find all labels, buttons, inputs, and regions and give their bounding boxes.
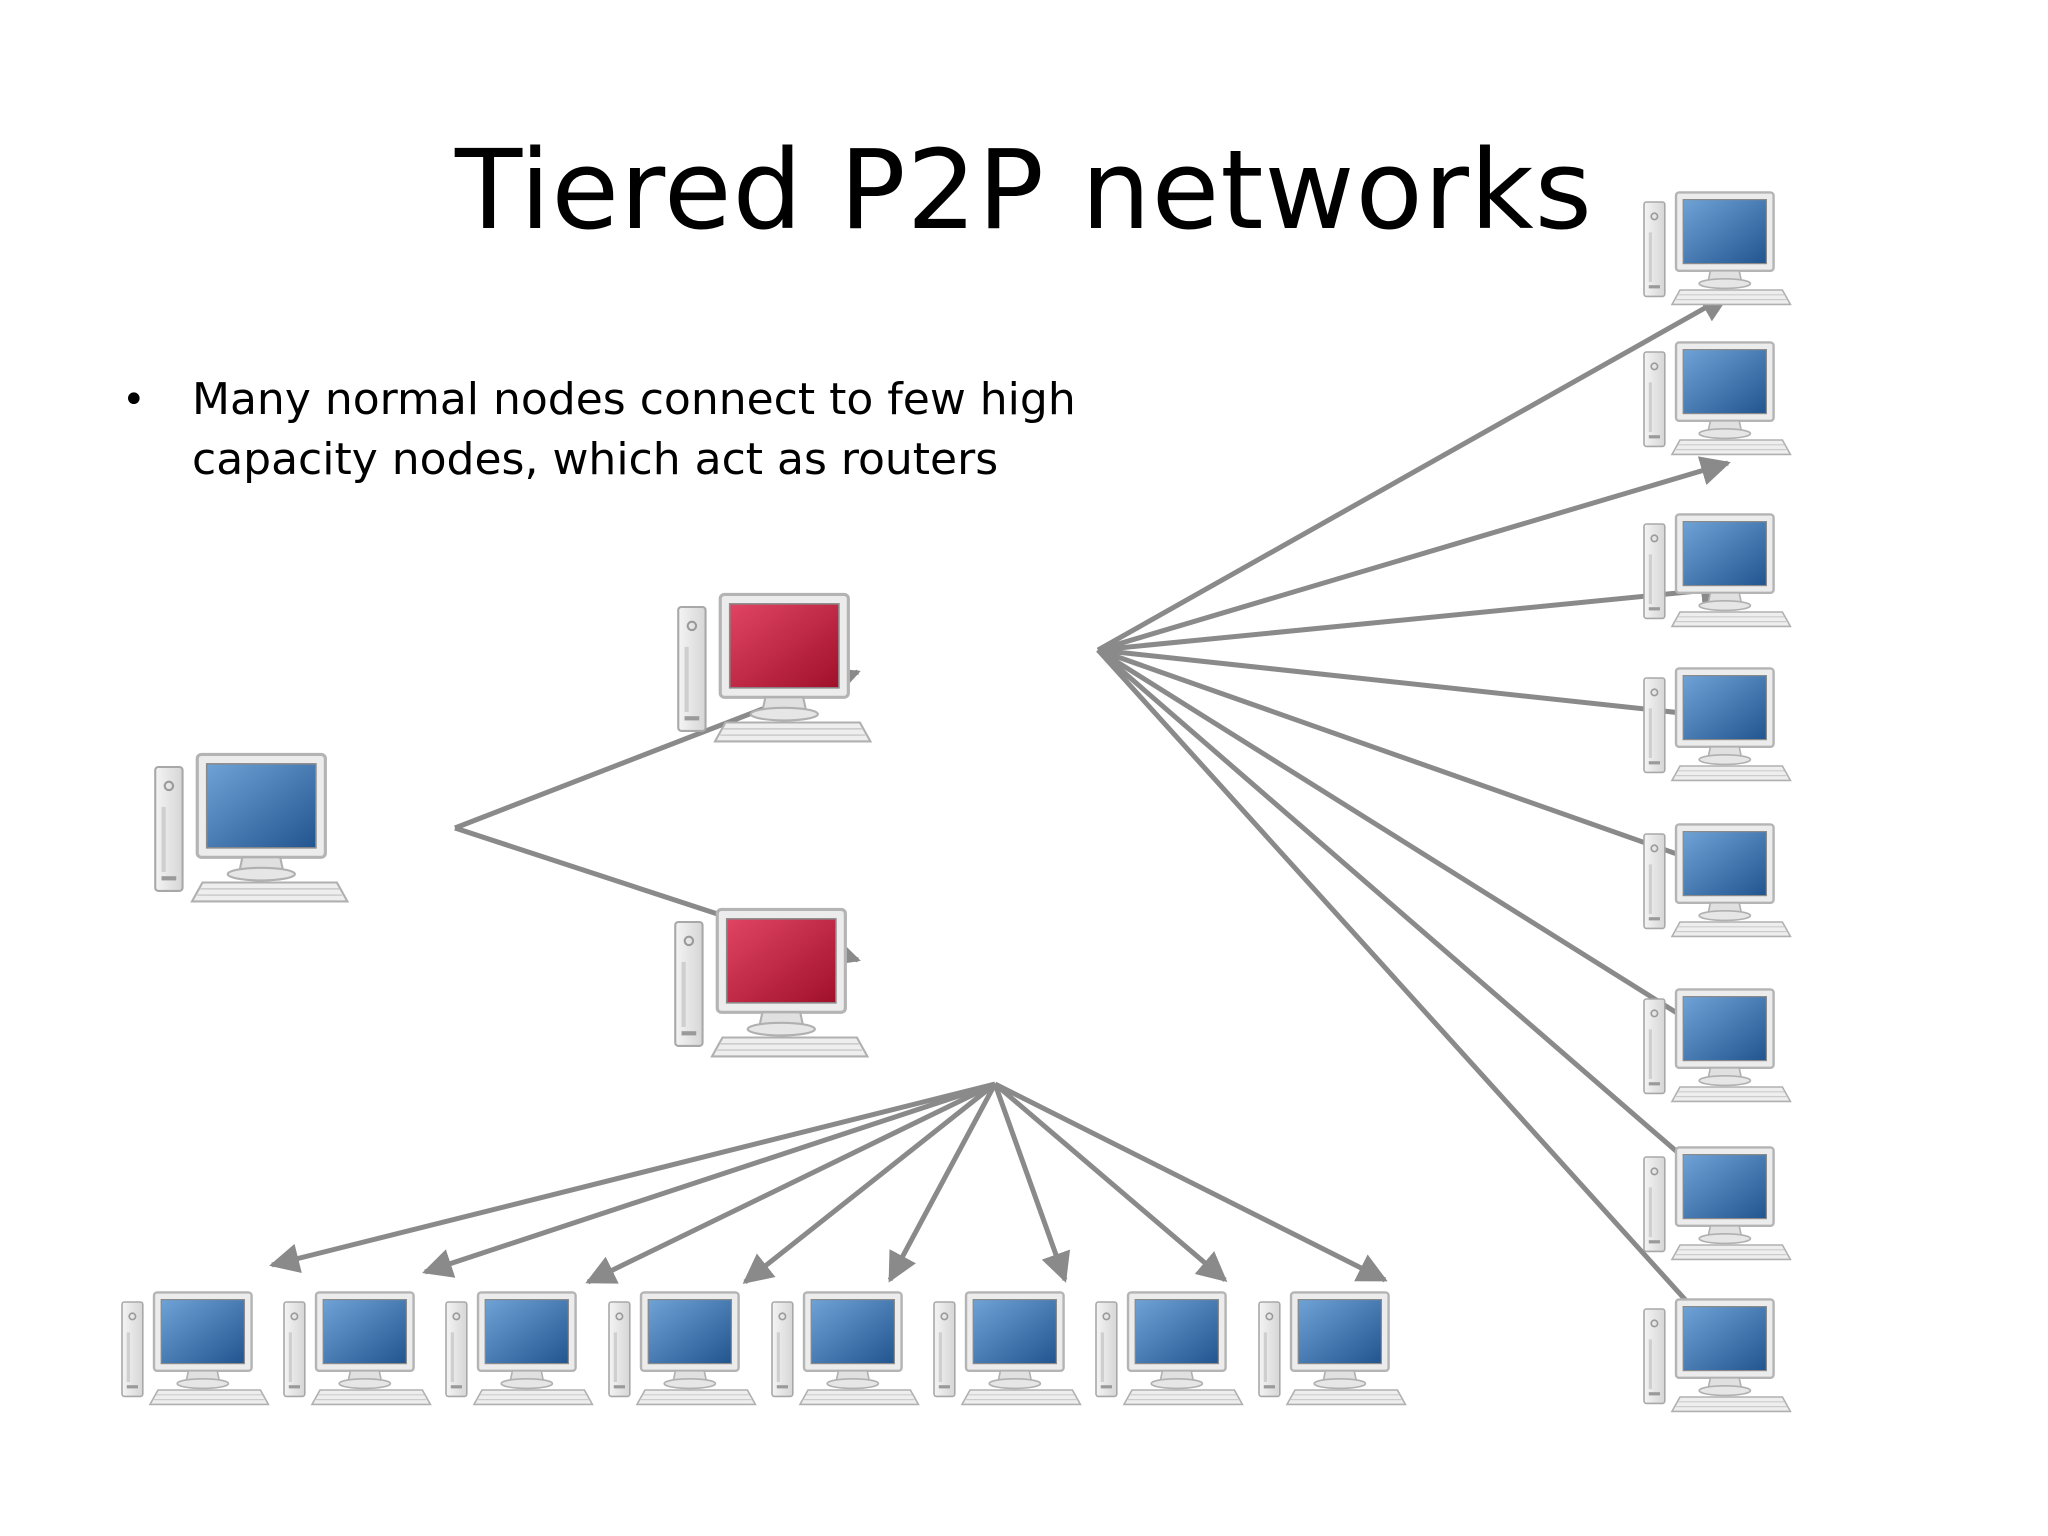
computer-icon-right-6 — [1643, 988, 1792, 1103]
computer-icon-bottom-6 — [933, 1291, 1082, 1406]
computer-icon-right-5 — [1643, 823, 1792, 938]
edge-super-top-to-right-3 — [1097, 575, 1731, 653]
computer-icon-bottom-7 — [1095, 1291, 1244, 1406]
edge-super-bottom-to-bottom-2 — [422, 1081, 996, 1278]
computer-icon-client — [154, 752, 350, 903]
bullet-dot-icon: • — [122, 377, 146, 423]
edge-super-top-to-right-5 — [1097, 647, 1731, 878]
computer-icon-super-bottom — [674, 907, 870, 1058]
computer-icon-right-8 — [1643, 1298, 1792, 1413]
computer-icon-bottom-2 — [283, 1291, 432, 1406]
computer-icon-bottom-1 — [121, 1291, 270, 1406]
edge-super-bottom-to-bottom-5 — [887, 1082, 998, 1283]
edge-super-bottom-to-bottom-3 — [585, 1081, 997, 1285]
bullet-list: • Many normal nodes connect to few high … — [122, 370, 1122, 490]
edge-super-bottom-to-bottom-6 — [992, 1083, 1071, 1283]
computer-icon-right-4 — [1643, 667, 1792, 782]
edge-super-top-to-right-8 — [1096, 648, 1731, 1350]
computer-icon-right-1 — [1643, 191, 1792, 306]
bullet-text: Many normal nodes connect to few high ca… — [192, 374, 1076, 485]
computer-icon-right-7 — [1643, 1146, 1792, 1261]
computer-icon-right-2 — [1643, 341, 1792, 456]
edge-super-top-to-right-6 — [1096, 647, 1731, 1048]
bullet-item: • Many normal nodes connect to few high … — [122, 370, 1122, 490]
nodes-layer — [121, 191, 1792, 1413]
edge-super-bottom-to-bottom-1 — [269, 1081, 996, 1273]
edge-super-bottom-to-bottom-8 — [993, 1081, 1388, 1283]
edge-super-bottom-to-bottom-4 — [742, 1082, 997, 1284]
computer-icon-right-3 — [1643, 513, 1792, 628]
computer-icon-bottom-4 — [608, 1291, 757, 1406]
computer-icon-super-top — [677, 592, 873, 743]
computer-icon-bottom-5 — [771, 1291, 920, 1406]
edge-super-bottom-to-bottom-7 — [993, 1082, 1228, 1282]
slide-title: Tiered P2P networks — [455, 126, 1593, 254]
edge-super-top-to-right-7 — [1096, 648, 1731, 1198]
computer-icon-bottom-3 — [445, 1291, 594, 1406]
edge-super-top-to-right-1 — [1096, 292, 1731, 653]
edges-layer — [269, 292, 1731, 1350]
computer-icon-bottom-8 — [1258, 1291, 1407, 1406]
edge-super-top-to-right-2 — [1097, 456, 1731, 653]
edge-super-top-to-right-4 — [1097, 647, 1731, 731]
